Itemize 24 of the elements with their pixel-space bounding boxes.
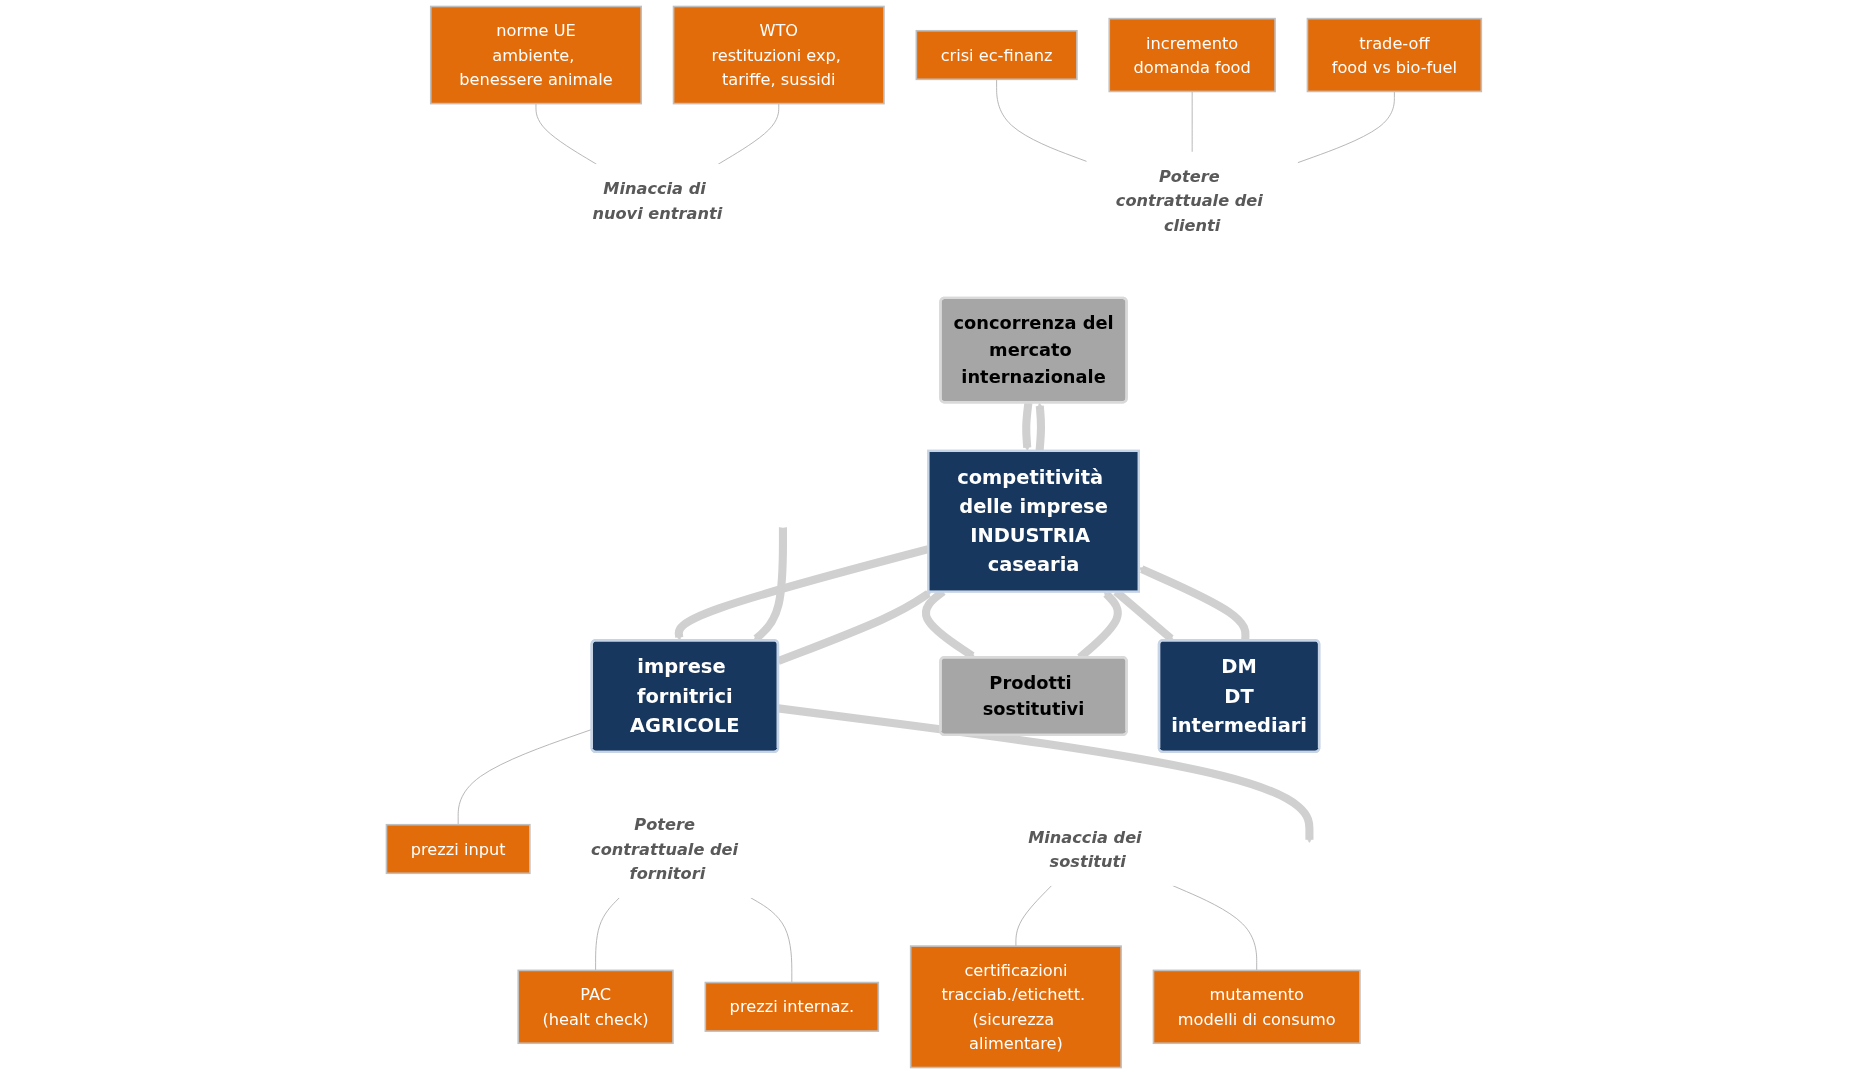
connector (1191, 91, 1193, 153)
connector (750, 897, 793, 983)
node-box: prezzi input (385, 823, 531, 875)
node-box: incremento domanda food (1108, 17, 1276, 93)
connector (595, 897, 621, 971)
node-box: trade-off food vs bio-fuel (1306, 17, 1483, 93)
connector (996, 78, 1088, 162)
node-box: PAC (healt check) (517, 969, 674, 1045)
node-box: crisi ec-finanz (915, 29, 1078, 81)
node-text: Potere contrattuale dei fornitori (591, 815, 739, 883)
node-box: mutamento modelli di consumo (1152, 969, 1361, 1045)
connector (717, 103, 780, 165)
connector (1297, 91, 1395, 164)
node-box: norme UE ambiente, benessere animale (430, 5, 643, 105)
node-box: WTO restituzioni exp, tariffe, sussidi (672, 5, 885, 105)
node-text: Potere contrattuale dei clienti (1115, 166, 1263, 235)
arrow (1138, 565, 1250, 641)
connector (535, 103, 598, 165)
node-text: Minaccia dei sostituti (1028, 827, 1142, 871)
node-box: competitività delle imprese INDUSTRIA casearia (927, 449, 1141, 593)
node-text: Minaccia di nuovi entranti (592, 178, 723, 223)
node-box: certificazioni tracciab./etichett. (sicurezza alimentare) (909, 945, 1122, 1069)
connector (1015, 885, 1053, 947)
node-box: prezzi internaz. (704, 981, 880, 1032)
